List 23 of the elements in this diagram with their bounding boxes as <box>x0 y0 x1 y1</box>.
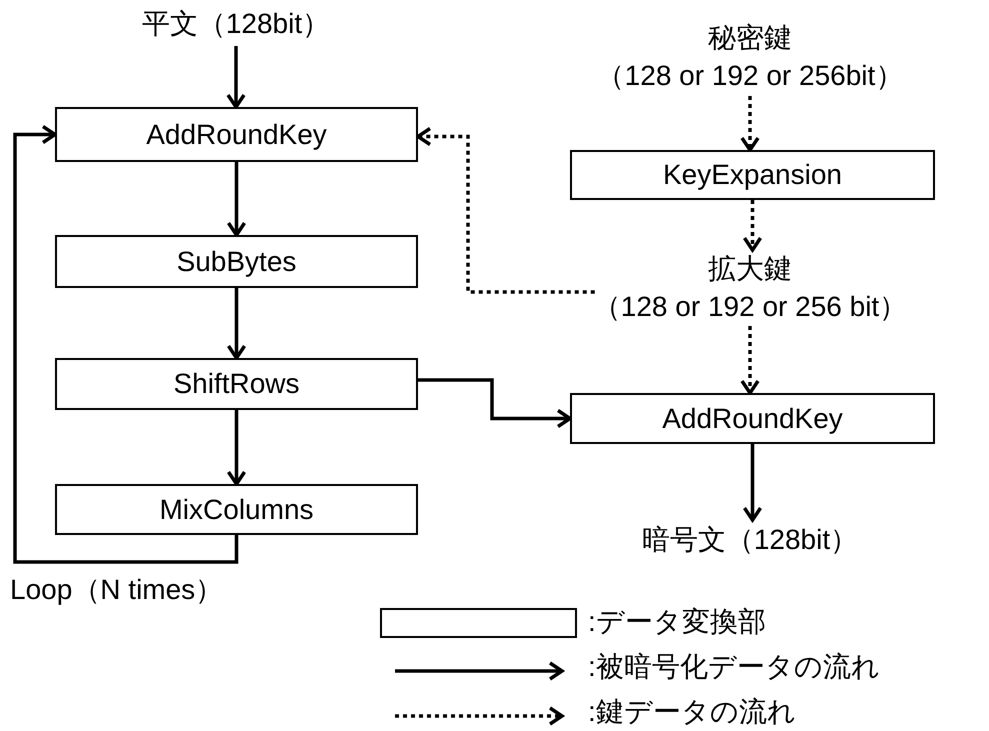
process-box: SubBytes <box>55 235 418 288</box>
arrow <box>740 96 760 152</box>
key-size-label: （128 or 192 or 256bit） <box>596 59 904 93</box>
arrow <box>13 124 238 564</box>
arrow <box>416 126 595 294</box>
arrow <box>418 378 572 428</box>
process-box: AddRoundKey <box>570 393 935 444</box>
expanded-key-size-label: （128 or 192 or 256 bit） <box>592 290 908 324</box>
process-box: ShiftRows <box>55 358 418 410</box>
arrow <box>742 444 762 522</box>
key-label: 秘密鍵 <box>708 21 792 55</box>
process-box: MixColumns <box>55 484 418 535</box>
arrow <box>226 288 246 360</box>
arrow <box>226 46 246 109</box>
output-label: 暗号文（128bit） <box>600 520 900 560</box>
arrow <box>226 410 246 486</box>
arrow <box>742 200 762 252</box>
input-label: 平文（128bit） <box>116 2 356 46</box>
arrow <box>226 162 246 237</box>
expanded-key-label: 拡大鍵 <box>708 252 792 286</box>
process-box: KeyExpansion <box>570 150 935 200</box>
arrow <box>740 326 760 395</box>
process-box: AddRoundKey <box>55 107 418 162</box>
